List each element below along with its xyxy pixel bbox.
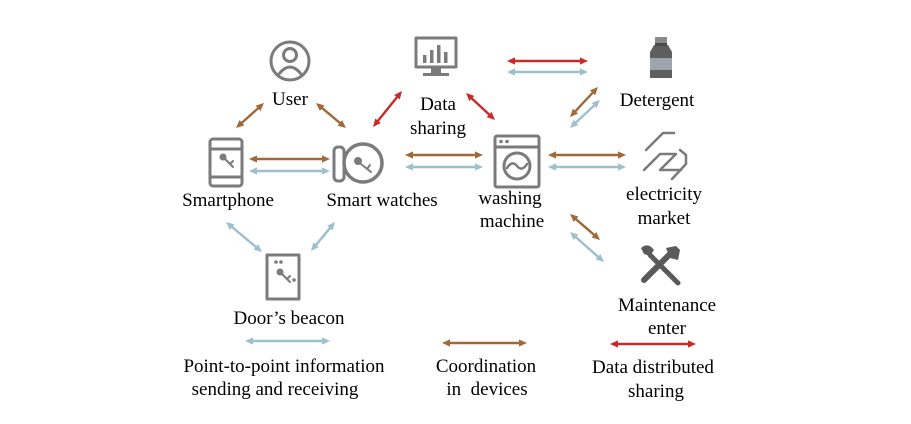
maintenance-label-1: Maintenance	[618, 295, 716, 316]
arrow-p2p-phone-door	[230, 225, 258, 249]
arrow-p2p-phone-watch-head-start	[249, 167, 257, 175]
arrow-p2p-washer-maintenance	[574, 235, 600, 259]
washing-machine-label-1: washing	[478, 188, 542, 209]
detergent-bottle-icon	[650, 37, 672, 78]
arrow-p2p-watch-door-head-end	[311, 242, 319, 251]
arrow-coord-washer-maintenance-head-end	[591, 232, 600, 240]
power-line-icon	[642, 131, 688, 181]
legend-arrow-coordination-head-start	[442, 339, 450, 347]
data-sharing-label-1: Data	[420, 94, 456, 115]
doors-beacon-label: Door’s beacon	[234, 308, 345, 329]
arrow-p2p-phone-watch-head-end	[322, 167, 330, 175]
arrow-p2p-watch-washer-head-start	[405, 163, 413, 171]
arrow-p2p-watch-washer-head-end	[475, 163, 483, 171]
arrow-coord-user-phone-head-end	[236, 119, 245, 128]
arrow-coord-watch-washer-head-start	[405, 151, 413, 159]
legend-coordination-line-2: in devices	[446, 379, 527, 400]
legend-arrow-data-head-start	[610, 340, 618, 348]
legend-arrow-data-head-end	[688, 340, 696, 348]
legend-arrow-coordination-head-end	[519, 339, 527, 347]
arrow-p2p-washer-detergent-head-start	[570, 119, 579, 128]
monitor-chart-icon	[414, 36, 458, 76]
smartphone-label: Smartphone	[182, 190, 274, 211]
arrow-coord-washer-maintenance-head-start	[570, 214, 579, 222]
arrow-coord-washer-electricity-head-end	[618, 151, 626, 159]
legend-coordination-line-1: Coordination	[436, 356, 537, 377]
arrow-p2p-watch-door-head-start	[327, 222, 335, 231]
arrow-p2p-washer-detergent-head-end	[591, 100, 600, 109]
arrow-p2p-detergent-top-head-end	[580, 68, 588, 76]
arrow-data-datasharing-detergent-head-end	[580, 57, 588, 65]
legend-data-line-1: Data distributed	[592, 357, 714, 378]
arrow-p2p-detergent-top-head-start	[507, 68, 515, 76]
arrow-p2p-washer-electricity-head-start	[548, 163, 556, 171]
smartphone-icon	[208, 137, 244, 188]
detergent-label: Detergent	[620, 90, 695, 111]
arrow-coord-washer-detergent-head-end	[589, 87, 598, 96]
arrow-p2p-washer-maintenance-head-end	[595, 254, 604, 262]
arrow-data-datasharing-washer-head-end	[486, 111, 495, 120]
arrow-coord-washer-detergent-head-start	[570, 108, 579, 117]
arrow-data-datasharing-watch	[376, 95, 399, 123]
legend-p2p-line-2: sending and receiving	[192, 379, 359, 400]
arrow-p2p-phone-door-head-end	[253, 244, 262, 252]
arrow-coord-watch-washer-head-end	[475, 151, 483, 159]
arrow-coord-user-phone-head-start	[255, 103, 264, 112]
user-icon	[269, 40, 311, 82]
legend: Point-to-point information sending and r…	[183, 356, 714, 402]
smart-watches-label: Smart watches	[326, 190, 437, 211]
arrow-coord-user-phone	[239, 106, 261, 125]
maintenance-label-2: enter	[648, 318, 687, 339]
arrow-coord-user-watch-head-start	[316, 103, 325, 111]
arrow-coord-phone-watch-head-end	[322, 155, 330, 163]
door-beacon-icon	[265, 253, 301, 301]
legend-p2p-line-1: Point-to-point information	[183, 356, 385, 377]
arrow-p2p-phone-door-head-start	[226, 222, 235, 230]
washing-machine-label-2: machine	[480, 211, 544, 232]
arrow-coord-washer-maintenance	[574, 217, 596, 237]
washing-machine-icon	[493, 134, 541, 189]
data-sharing-label-2: sharing	[410, 118, 466, 139]
electricity-market-label-2: market	[638, 208, 691, 229]
arrow-coord-user-watch-head-end	[337, 120, 346, 128]
legend-arrow-p2p-head-end	[322, 337, 330, 345]
legend-arrow-p2p-head-start	[245, 337, 253, 345]
arrow-coord-washer-electricity-head-start	[548, 151, 556, 159]
arrow-p2p-washer-maintenance-head-start	[570, 232, 579, 240]
arrow-coord-washer-detergent	[573, 90, 595, 114]
legend-data-line-2: sharing	[628, 381, 684, 402]
arrow-data-datasharing-watch-head-start	[394, 91, 402, 100]
arrow-data-datasharing-washer	[469, 96, 492, 117]
arrow-coord-user-watch	[320, 106, 342, 125]
node-labels: User Data sharing Detergent Smartphone S…	[182, 89, 716, 339]
electricity-market-label-1: electricity	[626, 184, 702, 205]
arrow-p2p-washer-detergent	[573, 103, 597, 125]
arrow-coord-phone-watch-head-start	[249, 155, 257, 163]
arrow-data-datasharing-detergent-head-start	[507, 57, 515, 65]
tools-icon	[641, 245, 681, 286]
arrow-p2p-watch-door	[314, 226, 332, 247]
smart-watch-icon	[332, 142, 384, 184]
arrow-data-datasharing-watch-head-end	[373, 118, 381, 127]
arrow-p2p-washer-electricity-head-end	[618, 163, 626, 171]
arrow-data-datasharing-washer-head-start	[466, 93, 475, 102]
connections	[226, 57, 696, 348]
user-label: User	[272, 89, 309, 110]
